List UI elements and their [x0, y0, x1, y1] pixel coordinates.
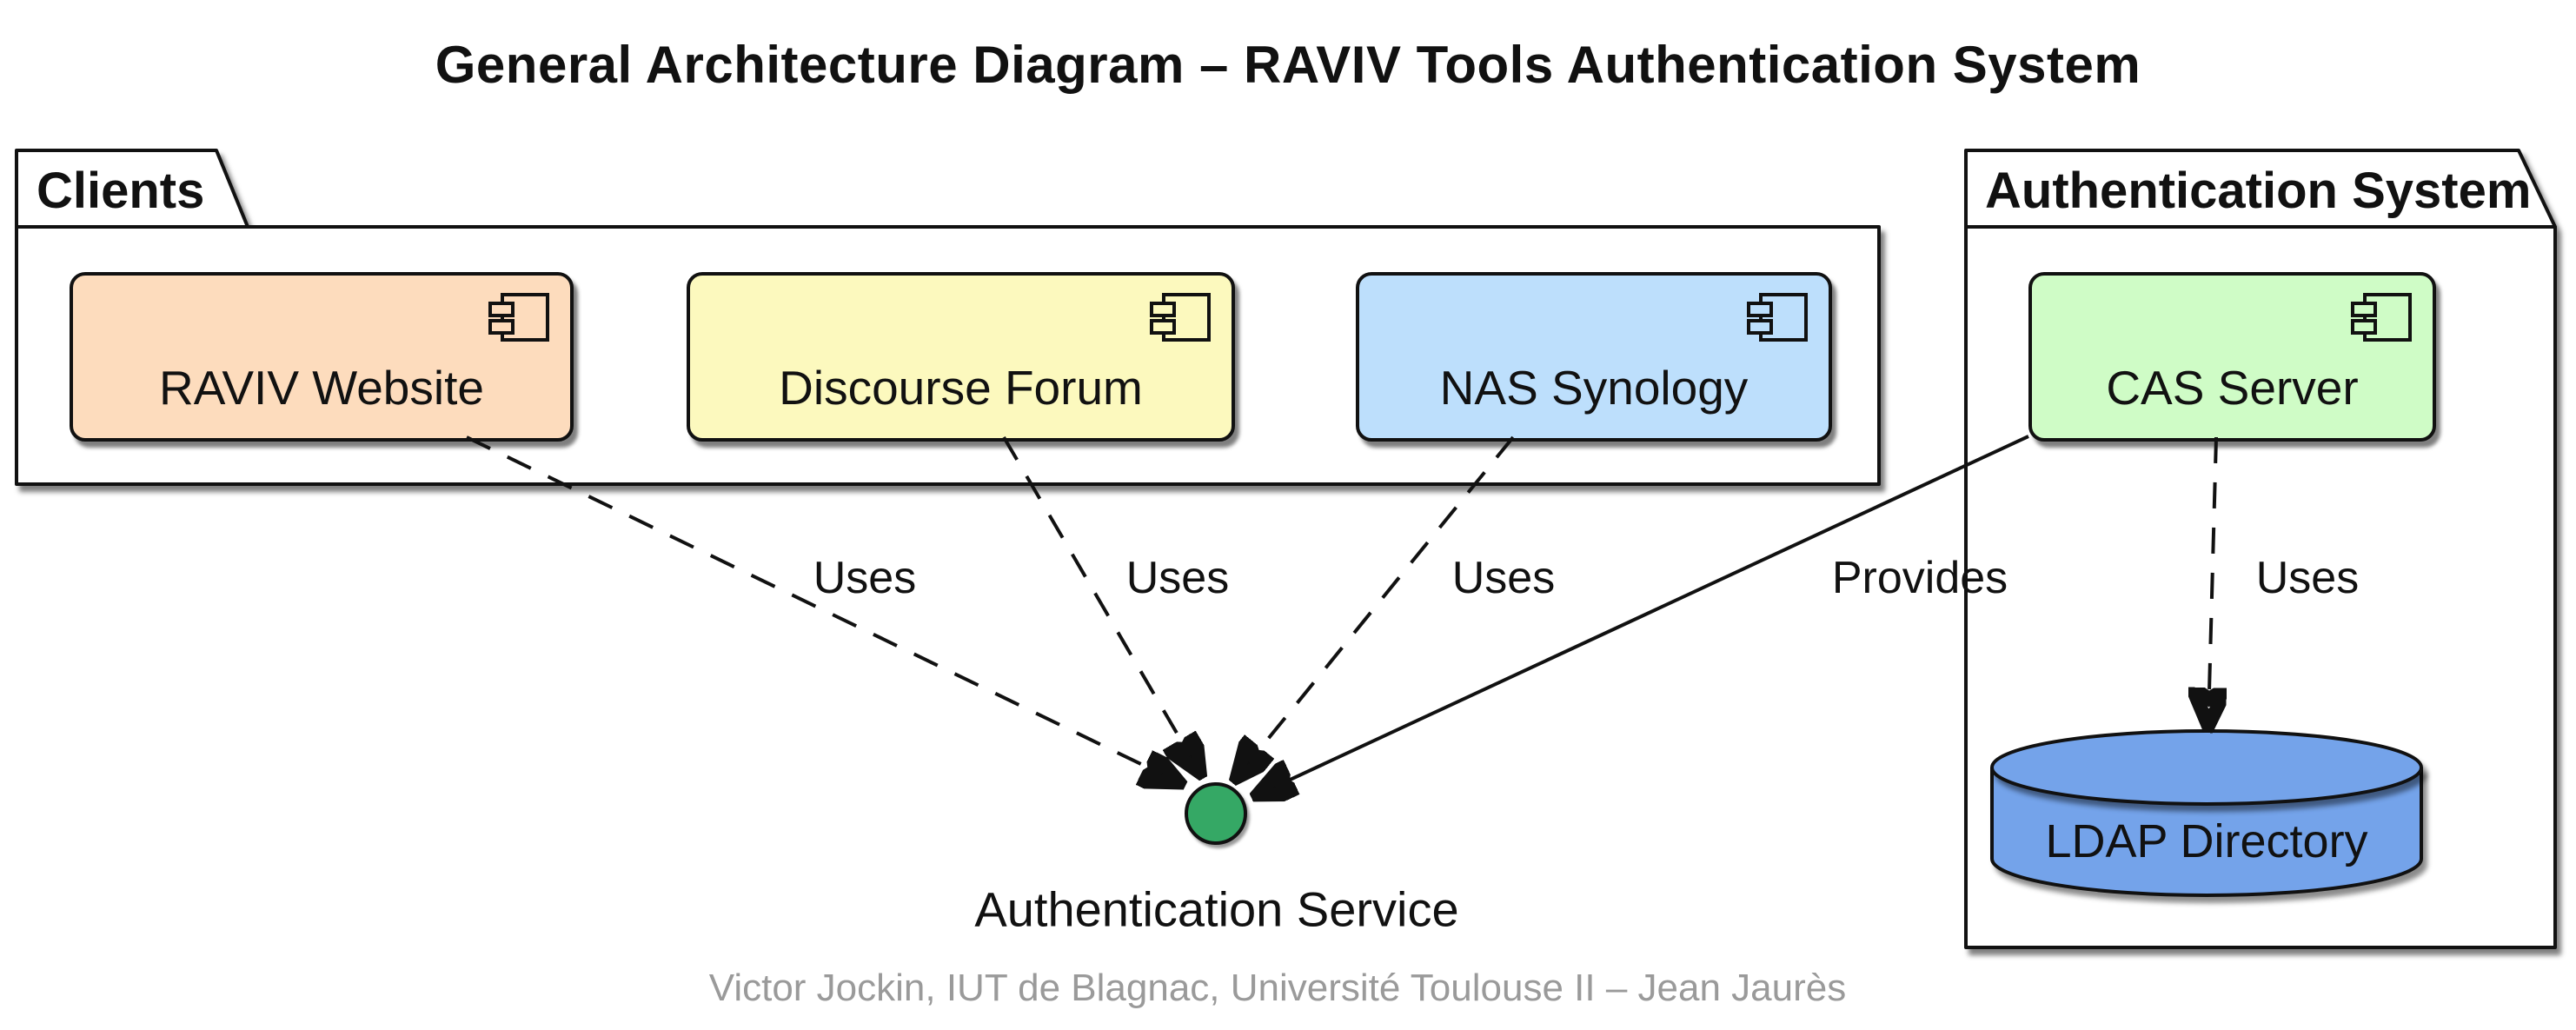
edge-label-uses-ldap: Uses: [2255, 553, 2360, 603]
edge-label-provides-cas: Provides: [1831, 553, 2008, 603]
component-raviv-website[interactable]: RAVIV Website: [70, 272, 574, 442]
auth-service-label: Authentication Service: [974, 881, 1459, 937]
auth-package-label: Authentication System: [1985, 163, 2532, 219]
component-icon: [1747, 293, 1808, 342]
footer-credit: Victor Jockin, IUT de Blagnac, Universit…: [708, 967, 1847, 1009]
component-icon: [1150, 293, 1211, 342]
edge-label-uses-nas: Uses: [1451, 553, 1556, 603]
component-label: RAVIV Website: [159, 361, 484, 415]
component-icon: [488, 293, 549, 342]
diagram-title: General Architecture Diagram – RAVIV Too…: [435, 36, 2141, 94]
component-nas-synology[interactable]: NAS Synology: [1356, 272, 1832, 442]
ldap-database-shape[interactable]: [1990, 729, 2423, 897]
edge-label-uses-raviv: Uses: [813, 553, 917, 603]
component-cas-server[interactable]: CAS Server: [2028, 272, 2436, 442]
component-label: Discourse Forum: [779, 361, 1143, 415]
edge-label-uses-discourse: Uses: [1125, 553, 1230, 603]
component-label: NAS Synology: [1439, 361, 1749, 415]
component-discourse-forum[interactable]: Discourse Forum: [687, 272, 1235, 442]
ldap-database-label: LDAP Directory: [2045, 815, 2368, 867]
component-label: CAS Server: [2106, 361, 2359, 415]
component-icon: [2351, 293, 2412, 342]
clients-package-label: Clients: [37, 163, 205, 219]
auth-service-interface-circle[interactable]: [1185, 782, 1247, 845]
